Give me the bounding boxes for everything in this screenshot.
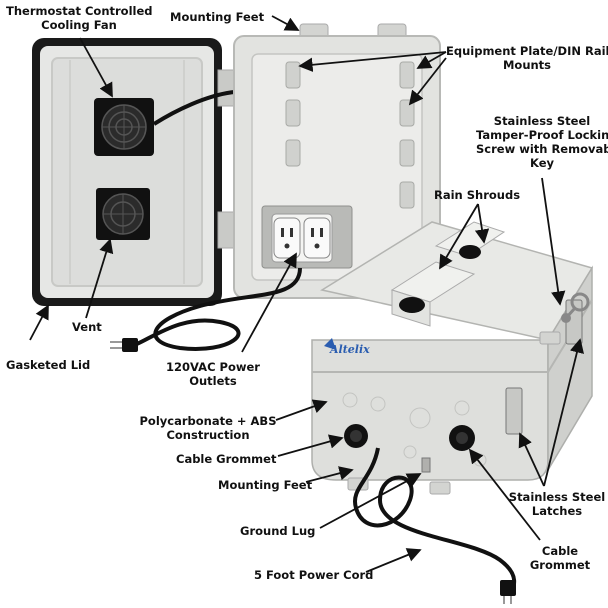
label-latches: Stainless Steel Latches [506, 490, 608, 518]
vent-icon [96, 188, 150, 240]
label-mounting-feet-bottom: Mounting Feet [218, 478, 313, 492]
power-cord-left [131, 267, 302, 351]
label-line: 120VAC Power [166, 360, 260, 374]
label-mounting-feet-top: Mounting Feet [170, 10, 265, 24]
label-line: Key [529, 156, 554, 170]
label-ground-lug: Ground Lug [240, 524, 316, 538]
plug-icon-right [500, 580, 516, 604]
label-equipment-plate: Equipment Plate/DIN Rail Mounts [446, 44, 608, 72]
label-line: Latches [531, 504, 583, 518]
label-line: Outlets [189, 374, 237, 388]
cooling-fan-icon [94, 98, 154, 156]
plug-icon [110, 338, 138, 352]
label-line: Tamper-Proof Locking [476, 128, 608, 142]
label-thermostat-fan: Thermostat Controlled Cooling Fan [6, 4, 153, 32]
label-line: Stainless Steel [493, 114, 591, 128]
ground-lug-icon [421, 457, 431, 473]
label-line: Construction [166, 428, 250, 442]
label-rain-shrouds: Rain Shrouds [434, 188, 521, 202]
label-locking-screw: Stainless Steel Tamper-Proof Locking Scr… [476, 114, 608, 170]
label-construction: Polycarbonate + ABS Construction [138, 414, 278, 442]
label-power-cord: 5 Foot Power Cord [254, 568, 374, 582]
label-power-outlets: 120VAC Power Outlets [158, 360, 268, 388]
label-line: Cooling Fan [41, 18, 117, 32]
label-line: Grommet [529, 558, 591, 572]
label-cable-grommet-right: Cable Grommet [516, 544, 604, 572]
brand-logo-icon [324, 338, 336, 350]
label-cable-grommet-left: Cable Grommet [176, 452, 277, 466]
label-vent: Vent [72, 320, 102, 334]
label-line: Stainless Steel [508, 490, 606, 504]
open-lid [32, 38, 222, 306]
label-line: Screw with Removable [476, 142, 608, 156]
cable-grommet-icon [344, 424, 475, 451]
callout-arrows [29, 15, 584, 573]
label-line: Mounts [502, 58, 552, 72]
label-line: Cable [541, 544, 579, 558]
brand-mark-text: Altelix [330, 343, 370, 356]
label-line: Thermostat Controlled [6, 4, 153, 18]
label-line: Polycarbonate + ABS [139, 414, 277, 428]
label-line: Equipment Plate/DIN Rail [446, 44, 608, 58]
label-gasketed-lid: Gasketed Lid [6, 358, 91, 372]
locking-screw-icon [561, 292, 590, 323]
